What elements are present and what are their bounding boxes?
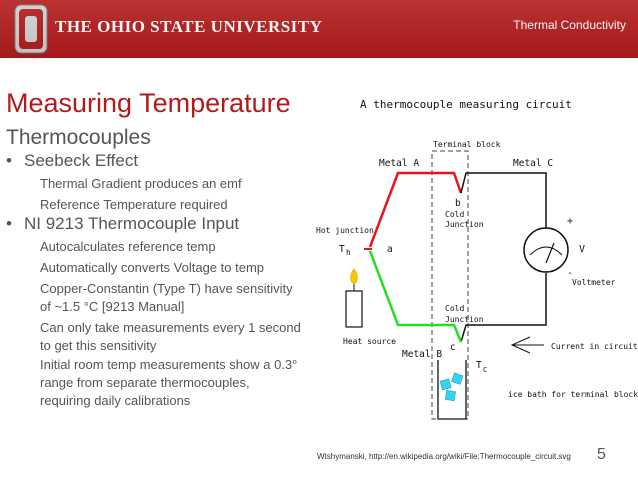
metal-c-wire-return: [460, 273, 547, 343]
thermocouple-circuit-diagram: A thermocouple measuring circuit Termina…: [316, 98, 638, 420]
cold-junction-1-label: Cold: [445, 210, 464, 219]
cold-junction-2-label: Cold: [445, 304, 464, 313]
metal-c-wire: [460, 172, 547, 228]
tc-label: T: [476, 360, 482, 371]
ice-cube-icon: [451, 372, 464, 385]
diagram-title: A thermocouple measuring circuit: [360, 98, 572, 111]
sub-bullet: Can only take measurements every 1 secon…: [40, 320, 301, 353]
image-citation: Wtshymanski, http://en.wikipedia.org/wik…: [317, 452, 571, 461]
plus-label: +: [567, 216, 573, 227]
th-label: T: [339, 244, 345, 255]
sub-bullet: Reference Temperature required: [40, 197, 228, 212]
heat-source-candle-icon: [345, 290, 363, 328]
minus-label: -: [567, 268, 573, 279]
current-label: Current in circuit: [551, 342, 638, 351]
bullet-dot-icon: •: [6, 151, 12, 170]
sub-bullet: Automatically converts Voltage to temp: [40, 260, 265, 275]
metal-a-label: Metal A: [379, 158, 419, 169]
junction-a-label: a: [387, 244, 393, 255]
ice-bath-beaker-icon: [437, 360, 467, 420]
metal-c-label: Metal C: [513, 158, 553, 169]
voltmeter-icon: [523, 227, 569, 273]
cold-junction-1-label-2: Junction: [445, 220, 484, 229]
university-name: THE OHIO STATE UNIVERSITY: [55, 17, 323, 36]
ice-bath-label: ice bath for terminal block: [508, 390, 638, 399]
block-o-logo-icon: [14, 4, 48, 54]
ice-cube-icon: [439, 378, 452, 391]
sub-bullet: Thermal Gradient produces an emf: [40, 176, 242, 191]
bullet-ni9213: •NI 9213 Thermocouple Input: [6, 214, 240, 233]
header-bar: THE OHIO STATE UNIVERSITY Thermal Conduc…: [0, 0, 638, 58]
hot-junction-label: Hot junction: [316, 226, 374, 235]
heat-source-label: Heat source: [343, 337, 396, 346]
tc-subscript: C: [483, 366, 487, 374]
junction-c-label: c: [450, 342, 456, 353]
v-label: V: [579, 244, 585, 255]
slide-subtitle: Thermocouples: [6, 126, 151, 149]
sub-bullet: Initial room temp measurements show a 0.…: [40, 357, 298, 408]
flame-icon: [350, 268, 358, 285]
th-subscript: h: [346, 248, 351, 257]
bullet-seebeck: •Seebeck Effect: [6, 151, 139, 170]
metal-b-wire: [368, 250, 463, 343]
junction-b-label: b: [455, 198, 461, 209]
slide-title: Measuring Temperature: [6, 88, 291, 118]
terminal-block-label: Terminal block: [433, 140, 501, 149]
section-title: Thermal Conductivity: [513, 18, 626, 32]
metal-b-label: Metal B: [402, 349, 442, 360]
metal-a-wire: [368, 171, 463, 248]
page-number: 5: [597, 446, 606, 463]
bullet-dot-icon: •: [6, 214, 12, 233]
cold-junction-2-label-2: Junction: [445, 315, 484, 324]
sub-bullet: Autocalculates reference temp: [40, 239, 216, 254]
voltmeter-label: Voltmeter: [572, 278, 616, 287]
ice-cube-icon: [444, 390, 456, 402]
sub-bullet: Copper-Constantin (Type T) have sensitiv…: [40, 281, 293, 314]
